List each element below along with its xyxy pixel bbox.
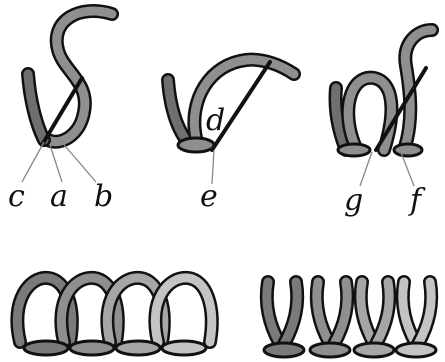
stitch-step-1: c a b bbox=[8, 11, 113, 214]
label-c: c bbox=[8, 179, 25, 214]
stitch-step-3: g f bbox=[335, 30, 432, 218]
base-loop bbox=[338, 144, 370, 156]
finished-v-row bbox=[264, 282, 436, 357]
stitch-step-2: d e bbox=[168, 60, 294, 214]
label-b: b bbox=[94, 179, 113, 214]
base-loop bbox=[394, 144, 422, 156]
finished-arch-row bbox=[17, 278, 211, 355]
label-g: g bbox=[344, 183, 363, 218]
base-loop bbox=[178, 138, 214, 152]
label-f: f bbox=[408, 183, 426, 218]
label-d: d bbox=[206, 103, 225, 138]
label-a: a bbox=[50, 179, 68, 214]
label-e: e bbox=[200, 179, 218, 214]
